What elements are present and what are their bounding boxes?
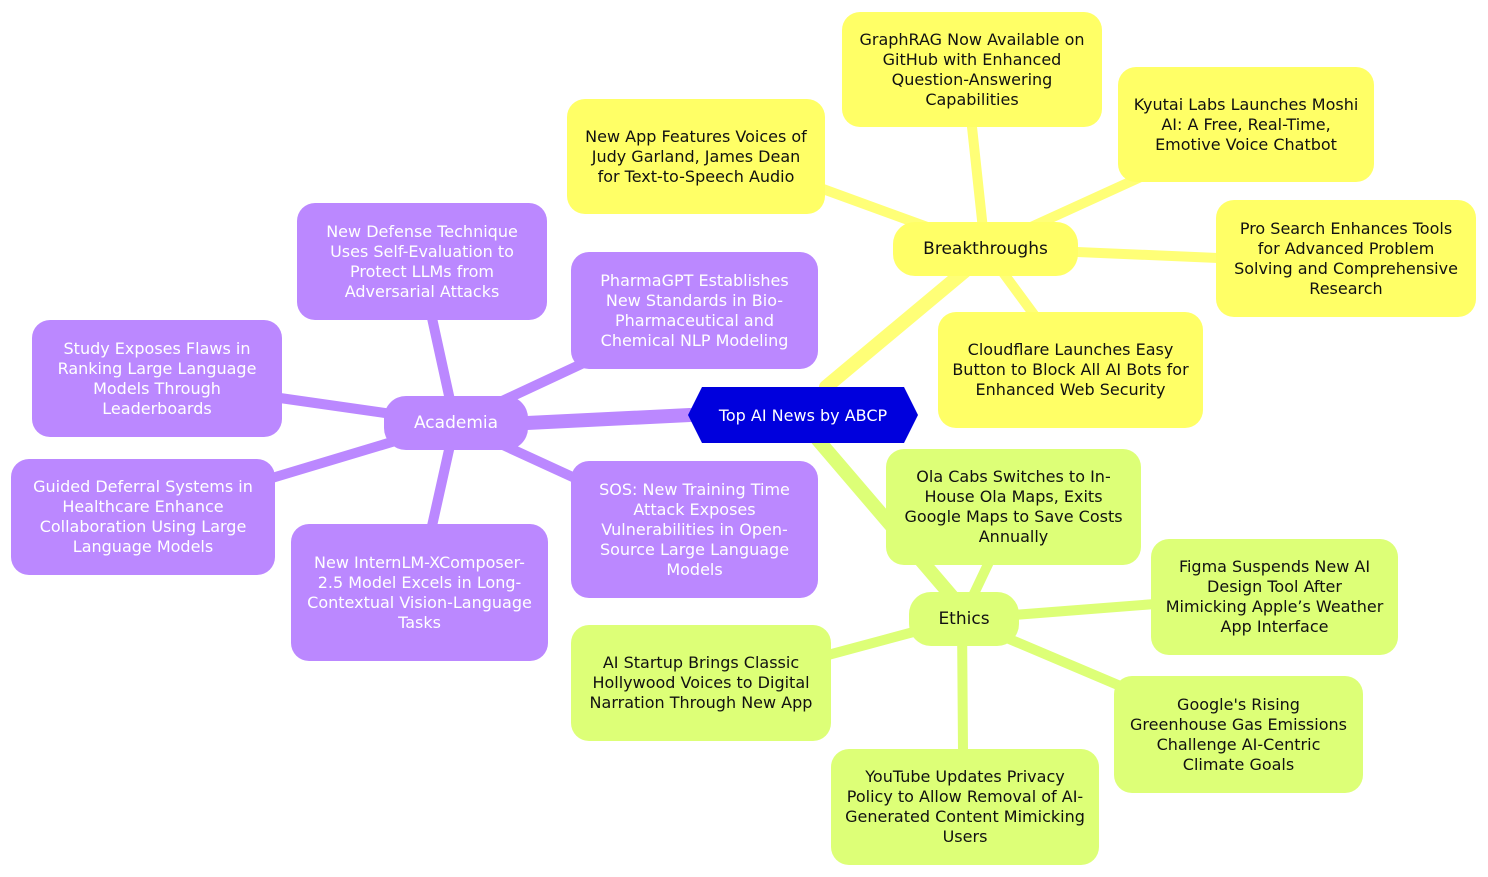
- academia-item-label: Guided Deferral Systems in Healthcare En…: [33, 477, 253, 556]
- connector-line: [520, 408, 697, 430]
- academia-item-label: PharmaGPT Establishes New Standards in B…: [600, 270, 789, 350]
- breakthroughs-item-label: New App Features Voices of Judy Garland,…: [585, 126, 807, 186]
- breakthroughs-item-label: Cloudflare Launches Easy Button to Block…: [952, 340, 1189, 399]
- ethics-item-label: Ola Cabs Switches to In-House Ola Maps, …: [904, 467, 1123, 546]
- breakthroughs-item-node[interactable]: Kyutai Labs Launches Moshi AI: A Free, R…: [1118, 67, 1374, 182]
- academia-item-node[interactable]: SOS: New Training Time Attack Exposes Vu…: [571, 461, 818, 598]
- ethics-item-node[interactable]: Google's Rising Greenhouse Gas Emissions…: [1114, 676, 1363, 793]
- academia-item-node[interactable]: Study Exposes Flaws in Ranking Large Lan…: [32, 320, 282, 437]
- academia-hub-label: Academia: [413, 413, 499, 433]
- ethics-item-label: Figma Suspends New AI Design Tool After …: [1165, 557, 1384, 636]
- breakthroughs-hub-node[interactable]: Breakthroughs: [893, 222, 1078, 276]
- root-hexagon-shape: [688, 387, 918, 443]
- breakthroughs-item-node[interactable]: Cloudflare Launches Easy Button to Block…: [938, 312, 1203, 428]
- ethics-item-label: AI Startup Brings Classic Hollywood Voic…: [589, 653, 813, 712]
- ethics-item-label: YouTube Updates Privacy Policy to Allow …: [845, 767, 1085, 846]
- academia-hub-node[interactable]: Academia: [384, 396, 528, 450]
- breakthroughs-hub-label: Breakthroughs: [923, 239, 1048, 259]
- breakthroughs-item-node[interactable]: Pro Search Enhances Tools for Advanced P…: [1216, 200, 1476, 317]
- ethics-item-node[interactable]: AI Startup Brings Classic Hollywood Voic…: [571, 625, 831, 741]
- academia-item-label: New InternLM-XComposer-2.5 Model Excels …: [307, 552, 532, 632]
- root-label: Top AI News by ABCP: [718, 405, 888, 425]
- academia-item-node[interactable]: PharmaGPT Establishes New Standards in B…: [571, 252, 818, 369]
- academia-item-node[interactable]: Guided Deferral Systems in Healthcare En…: [11, 459, 275, 575]
- breakthroughs-item-label: GraphRAG Now Available on GitHub with En…: [859, 29, 1085, 109]
- academia-item-label: Study Exposes Flaws in Ranking Large Lan…: [57, 338, 257, 418]
- root-node[interactable]: Top AI News by ABCP: [688, 387, 918, 443]
- breakthroughs-item-node[interactable]: GraphRAG Now Available on GitHub with En…: [842, 12, 1102, 127]
- ethics-item-node[interactable]: Ola Cabs Switches to In-House Ola Maps, …: [886, 449, 1141, 565]
- ethics-item-label: Google's Rising Greenhouse Gas Emissions…: [1130, 694, 1347, 774]
- ethics-hub-label: Ethics: [938, 609, 990, 629]
- academia-item-node[interactable]: New InternLM-XComposer-2.5 Model Excels …: [291, 524, 548, 661]
- ethics-item-node[interactable]: Figma Suspends New AI Design Tool After …: [1151, 539, 1398, 655]
- academia-item-node[interactable]: New Defense Technique Uses Self-Evaluati…: [297, 203, 547, 320]
- breakthroughs-item-node[interactable]: New App Features Voices of Judy Garland,…: [567, 99, 825, 214]
- breakthroughs-item-label: Pro Search Enhances Tools for Advanced P…: [1234, 218, 1458, 298]
- ethics-item-node[interactable]: YouTube Updates Privacy Policy to Allow …: [831, 749, 1099, 865]
- breakthroughs-item-label: Kyutai Labs Launches Moshi AI: A Free, R…: [1133, 94, 1359, 154]
- ethics-hub-node[interactable]: Ethics: [909, 592, 1019, 646]
- academia-item-label: SOS: New Training Time Attack Exposes Vu…: [599, 479, 790, 579]
- academia-item-label: New Defense Technique Uses Self-Evaluati…: [326, 221, 518, 301]
